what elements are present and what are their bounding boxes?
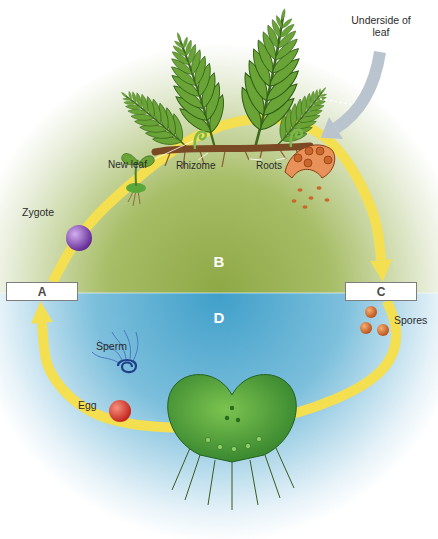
fiddlehead — [291, 130, 302, 147]
antheridium — [217, 444, 222, 449]
falling-spore — [317, 186, 322, 190]
stage-letter: D — [209, 309, 229, 326]
zygote-cell — [66, 225, 92, 251]
falling-spore — [309, 196, 314, 200]
life-cycle-arrow — [53, 119, 381, 282]
sorus — [294, 154, 302, 162]
sperm-coil — [118, 360, 136, 372]
archegonium — [236, 418, 240, 422]
part-label: New leaf — [108, 159, 147, 171]
fern-frond — [226, 2, 317, 154]
sorus — [316, 147, 324, 155]
leaf-underside — [285, 145, 335, 178]
falling-spore — [303, 205, 308, 209]
leader-line — [198, 153, 208, 160]
gametophyte — [168, 375, 297, 462]
antheridium — [205, 437, 210, 442]
rhizome — [155, 146, 310, 152]
egg-cell — [109, 400, 131, 422]
dotted-line — [320, 99, 356, 105]
falling-spore — [292, 199, 297, 203]
stage-box: A — [6, 282, 78, 301]
zoom-arrow-head — [321, 117, 343, 139]
leader-line — [150, 141, 193, 161]
sporophyte-half — [0, 0, 438, 293]
part-label: Zygote — [22, 206, 54, 218]
part-label: Sperm — [96, 340, 127, 352]
archegonium — [230, 406, 234, 410]
sperm-flagella — [92, 330, 138, 363]
archegonium — [225, 416, 229, 420]
spore — [365, 306, 377, 318]
zoom-arrow — [336, 52, 380, 128]
antheridium — [245, 443, 250, 448]
fern-frond — [153, 24, 241, 156]
gametophyte-half — [0, 293, 438, 539]
sorus — [324, 156, 332, 164]
sorus — [305, 147, 313, 155]
antheridium — [256, 436, 261, 441]
falling-spore — [325, 198, 330, 202]
stage-letter: A — [38, 286, 47, 298]
stage-box: C — [345, 282, 417, 301]
callout-label: Underside of leaf — [350, 14, 412, 38]
antheridium — [231, 446, 236, 451]
spore — [377, 324, 389, 336]
falling-spore — [298, 188, 303, 192]
stage-letter: B — [209, 253, 229, 270]
stage-letter: C — [377, 286, 386, 298]
sorus — [304, 159, 312, 167]
leader-line — [249, 158, 286, 160]
fiddlehead — [195, 132, 206, 149]
part-label: Spores — [394, 314, 427, 326]
part-label: Rhizome — [176, 160, 215, 172]
part-label: Roots — [256, 160, 282, 172]
part-label: Egg — [78, 399, 97, 411]
spore — [360, 322, 372, 334]
